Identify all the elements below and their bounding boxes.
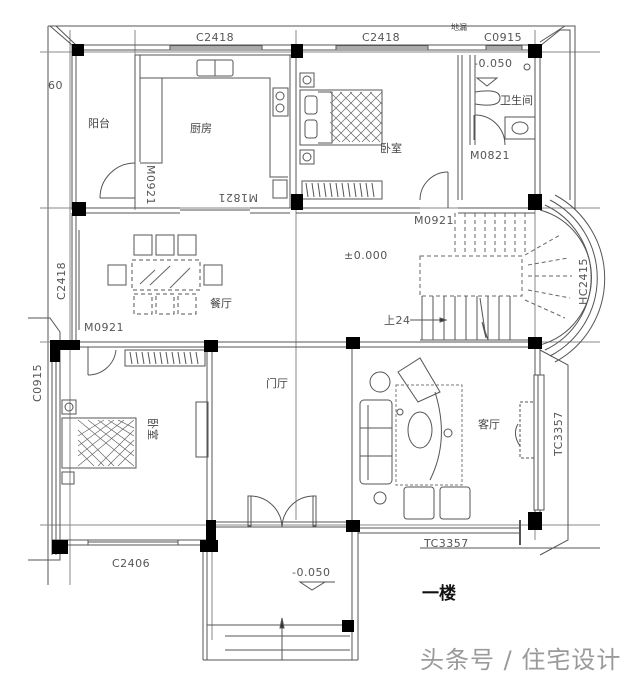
- room-label-balcony: 阳台: [88, 117, 110, 130]
- window-label-balcony: 60: [48, 79, 63, 92]
- room-label-bedroom-south: 卧室: [146, 418, 159, 440]
- window-label-living-south: TC3357: [424, 537, 469, 550]
- window-label-bedroom-south-south: C2406: [112, 557, 151, 570]
- watermark-text: 头条号 / 住宅设计: [420, 646, 622, 674]
- door-label-bedroom-south: M0921: [84, 321, 124, 334]
- window-label-bedroom-south-west: C0915: [31, 363, 44, 402]
- room-label-dining: 餐厅: [210, 297, 232, 310]
- window-label-living-east: TC3357: [552, 411, 565, 456]
- room-label-bedroom-north: 卧室: [380, 142, 402, 155]
- room-label-bathroom: 卫生间: [500, 94, 533, 107]
- window-label-dining-west: C2418: [55, 261, 68, 300]
- room-label-kitchen: 厨房: [190, 122, 212, 135]
- window-label-bathroom-north: C0915: [484, 31, 523, 44]
- door-label-bathroom: M0821: [470, 149, 510, 162]
- window-label-kitchen-north: C2418: [196, 31, 235, 44]
- room-label-foyer: 门厅: [266, 377, 288, 390]
- door-label-kitchen-west: M0921: [144, 165, 157, 205]
- door-label-kitchen-south: M1821: [218, 191, 258, 204]
- drawing-title: 一楼: [422, 584, 456, 604]
- door-label-bedroom-north: M0921: [414, 214, 454, 227]
- level-label-entry-porch: -0.050: [292, 566, 331, 579]
- room-label-living: 客厅: [478, 418, 500, 431]
- column: [72, 44, 84, 56]
- level-label-bathroom: -0.050: [474, 57, 513, 70]
- annotation-floor-drain: 地漏: [451, 23, 467, 32]
- window-label-stair-bay: HC2415: [577, 258, 590, 305]
- window-label-bedroom-north: C2418: [362, 31, 401, 44]
- level-label-main: ±0.000: [344, 249, 388, 262]
- annotation-stair-up: 上24: [384, 314, 411, 327]
